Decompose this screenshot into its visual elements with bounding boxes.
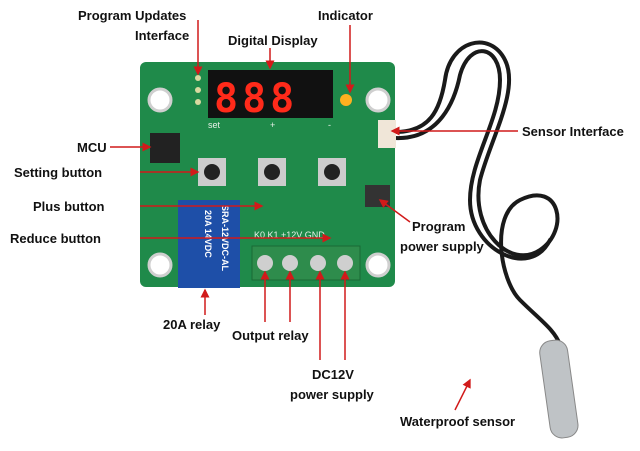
- mcu-chip: [150, 133, 180, 163]
- plus-button[interactable]: [258, 158, 286, 186]
- label-indicator: Indicator: [318, 8, 373, 23]
- sensor-connector: [378, 120, 396, 148]
- waterproof-sensor-probe: [539, 339, 579, 439]
- label-dc12v-2: power supply: [290, 387, 375, 402]
- digital-display: [208, 70, 333, 118]
- label-dc12v: DC12V: [312, 367, 354, 382]
- terminal-block: [251, 245, 361, 281]
- label-digital-display: Digital Display: [228, 33, 318, 48]
- label-setting-button: Setting button: [14, 165, 102, 180]
- label-mcu: MCU: [77, 140, 107, 155]
- plus-silk: +: [270, 120, 275, 130]
- display-digits: 888: [214, 76, 298, 122]
- minus-silk: -: [328, 120, 331, 130]
- sensor-cable: [393, 40, 562, 347]
- pcb-board: 888 set + - SRA-12VDC-AL 20A 14VDC K0 K1…: [140, 62, 396, 288]
- reduce-button[interactable]: [318, 158, 346, 186]
- label-20a-relay: 20A relay: [163, 317, 221, 332]
- set-silk: set: [208, 120, 221, 130]
- label-program-updates: Program Updates: [78, 8, 186, 23]
- label-waterproof-sensor: Waterproof sensor: [400, 414, 515, 429]
- relay-rating: 20A 14VDC: [203, 210, 213, 258]
- label-reduce-button: Reduce button: [10, 231, 101, 246]
- label-program-power-2: power supply: [400, 239, 485, 254]
- annotation-lines: [110, 20, 518, 411]
- terminal-silk: K0 K1 +12V GND: [254, 230, 325, 240]
- label-program-power: Program: [412, 219, 465, 234]
- label-plus-button: Plus button: [33, 199, 105, 214]
- label-program-updates-2: Interface: [135, 28, 189, 43]
- label-sensor-interface: Sensor Interface: [522, 124, 624, 139]
- relay: SRA-12VDC-AL 20A 14VDC: [178, 200, 240, 288]
- label-output-relay: Output relay: [232, 328, 309, 343]
- indicator-led: [340, 94, 352, 106]
- setting-button[interactable]: [198, 158, 226, 186]
